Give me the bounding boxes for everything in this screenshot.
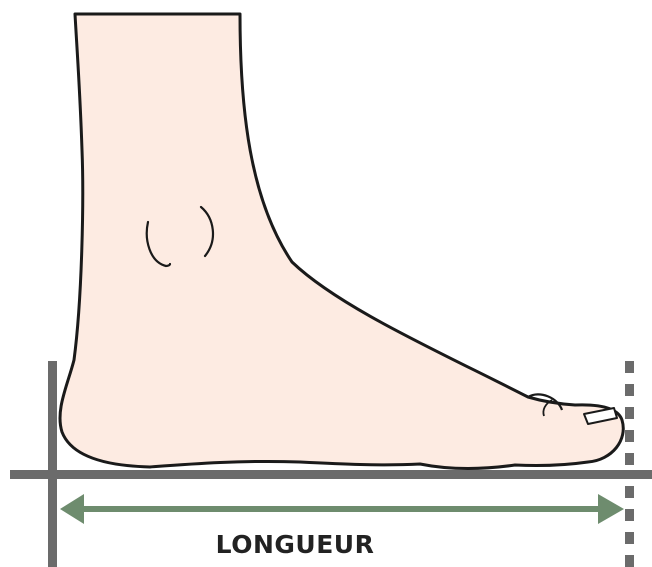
length-label: LONGUEUR — [195, 532, 395, 557]
arrow-head-right — [598, 494, 624, 524]
foot-outline — [60, 14, 623, 469]
length-arrow — [60, 494, 624, 524]
toe-guide-dashed-line — [625, 361, 634, 567]
arrow-head-left — [60, 494, 84, 524]
heel-guide-line — [48, 361, 57, 567]
floor-line — [10, 470, 652, 479]
